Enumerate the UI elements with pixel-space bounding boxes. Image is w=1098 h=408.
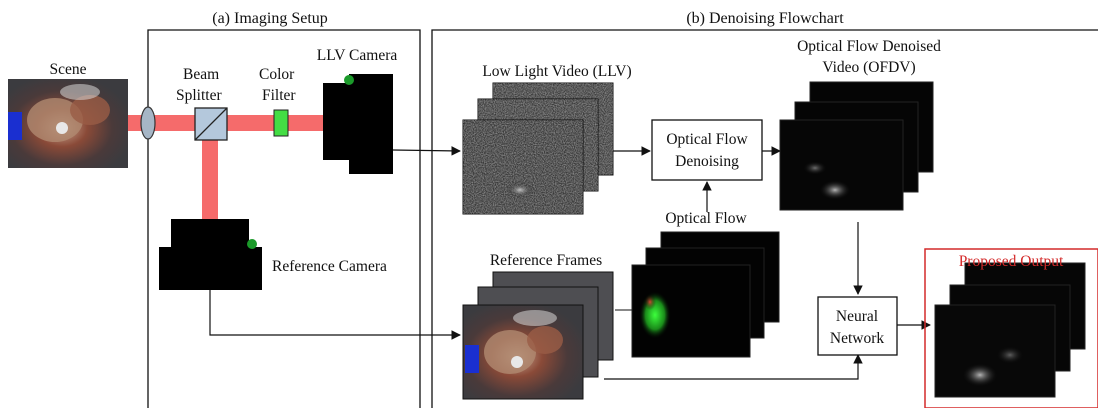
optical-flow-frame-stack	[631, 231, 780, 358]
neural-network-box: Neural Network	[817, 296, 898, 356]
connector-arrows	[209, 146, 931, 380]
reference-camera-icon	[159, 219, 262, 290]
llv-frame-stack	[462, 82, 614, 215]
optical-flow-denoising-line2: Denoising	[675, 153, 739, 170]
reference-camera-label: Reference Camera	[272, 258, 387, 275]
optical-flow-denoising-line1: Optical Flow	[666, 131, 748, 148]
color-filter-label-line1: Color	[259, 66, 295, 83]
reference-frame-stack	[462, 271, 614, 400]
ofdv-frame-stack	[779, 81, 934, 211]
ofdv-label-line1: Optical Flow Denoised	[797, 38, 941, 55]
camera-indicator-icon	[247, 239, 257, 249]
optical-flow-label: Optical Flow	[665, 210, 747, 227]
reference-frames-label: Reference Frames	[490, 252, 602, 269]
neural-network-line1: Neural	[836, 308, 878, 325]
denoising-flowchart-panel: (b) Denoising Flowchart	[431, 10, 1098, 408]
llv-camera-label: LLV Camera	[317, 47, 398, 64]
llv-label: Low Light Video (LLV)	[482, 63, 631, 80]
llv-camera-icon	[323, 74, 393, 174]
scene-label: Scene	[49, 61, 86, 78]
camera-indicator-icon	[344, 75, 354, 85]
color-filter-icon	[273, 109, 289, 137]
optical-flow-denoising-box: Optical Flow Denoising	[651, 119, 763, 181]
beam-splitter-label-line2: Splitter	[176, 87, 222, 104]
ofdv-label-line2: Video (OFDV)	[822, 59, 915, 76]
denoising-flowchart-title: (b) Denoising Flowchart	[686, 10, 844, 27]
proposed-output-label: Proposed Output	[959, 253, 1064, 270]
proposed-output-panel	[924, 248, 1098, 408]
beam-splitter-icon	[194, 107, 228, 141]
lens-icon	[140, 106, 156, 140]
imaging-setup-panel: (a) Imaging Setup	[147, 10, 421, 408]
beam-splitter-label-line1: Beam	[183, 66, 219, 83]
scene-image	[8, 79, 128, 168]
imaging-setup-title: (a) Imaging Setup	[212, 10, 328, 27]
color-filter-label-line2: Filter	[262, 87, 296, 104]
neural-network-line2: Network	[830, 330, 884, 347]
